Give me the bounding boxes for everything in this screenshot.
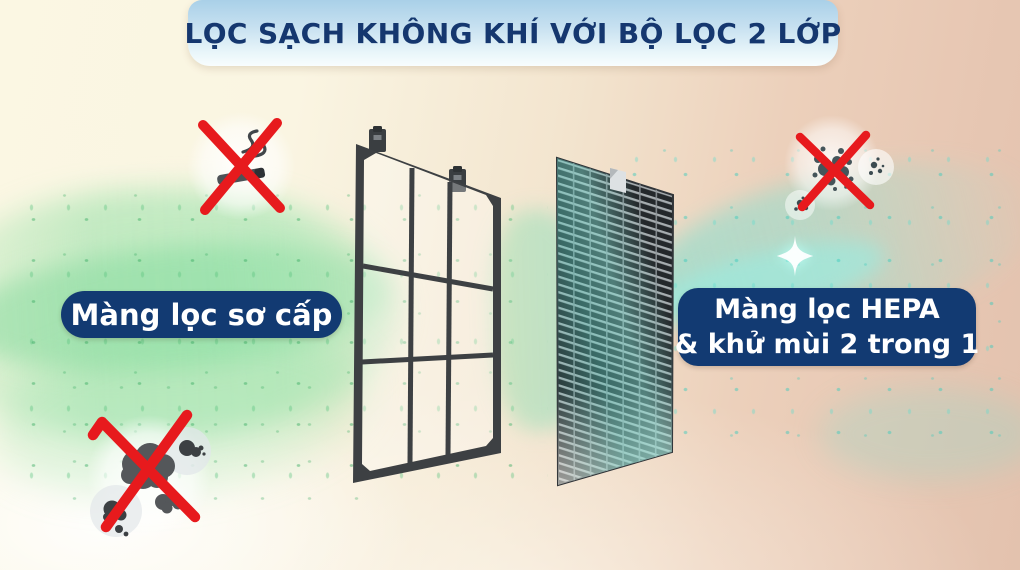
pre-filter-label-badge: Màng lọc sơ cấp — [61, 291, 342, 338]
page-title: LỌC SẠCH KHÔNG KHÍ VỚI BỘ LỌC 2 LỚP — [184, 16, 842, 50]
title-banner: LỌC SẠCH KHÔNG KHÍ VỚI BỘ LỌC 2 LỚP — [184, 0, 841, 66]
clean-air-flow-lower — [820, 388, 1020, 480]
hepa-filter-illustration — [555, 156, 675, 487]
crossed-dust-cloud-icon — [87, 409, 211, 539]
filter-grid-lines — [361, 167, 494, 464]
crossed-bacteria-icon — [784, 115, 894, 220]
hepa-filter-label-line1: Màng lọc HEPA — [714, 293, 940, 325]
pre-filter-label: Màng lọc sơ cấp — [70, 297, 333, 332]
hepa-filter-label-line2: & khử mùi 2 trong 1 — [674, 329, 980, 360]
filter-frame — [353, 144, 501, 483]
hepa-teal-glow — [557, 158, 673, 485]
sparkle-star-icon — [776, 235, 814, 277]
hepa-label-tag-fold — [610, 168, 618, 179]
hepa-filter-label-badge: Màng lọc HEPA & khử mùi 2 trong 1 — [674, 288, 980, 366]
crossed-cigarette-icon — [187, 112, 295, 220]
pre-filter-illustration — [353, 126, 501, 483]
filter-mesh-panes — [362, 153, 493, 471]
mounting-clips — [369, 126, 466, 192]
